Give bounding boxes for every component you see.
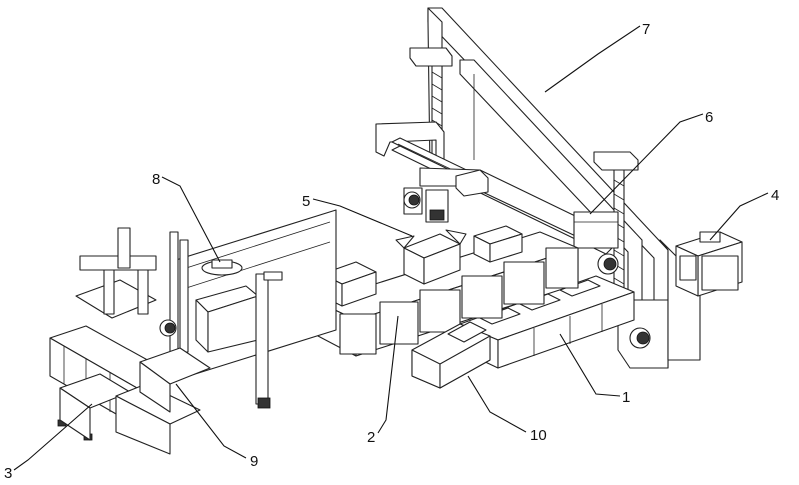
callout-9: 9 (250, 453, 258, 470)
output-conveyor (676, 232, 742, 296)
callout-5: 5 (302, 193, 310, 210)
callout-1: 1 (622, 389, 630, 406)
callout-6: 6 (705, 109, 713, 126)
callout-4: 4 (771, 187, 779, 204)
callout-7: 7 (642, 21, 650, 38)
callout-10: 10 (530, 427, 547, 444)
callout-3: 3 (4, 465, 12, 482)
callout-8: 8 (152, 171, 160, 188)
left-station (170, 210, 336, 408)
callout-2: 2 (367, 429, 375, 446)
